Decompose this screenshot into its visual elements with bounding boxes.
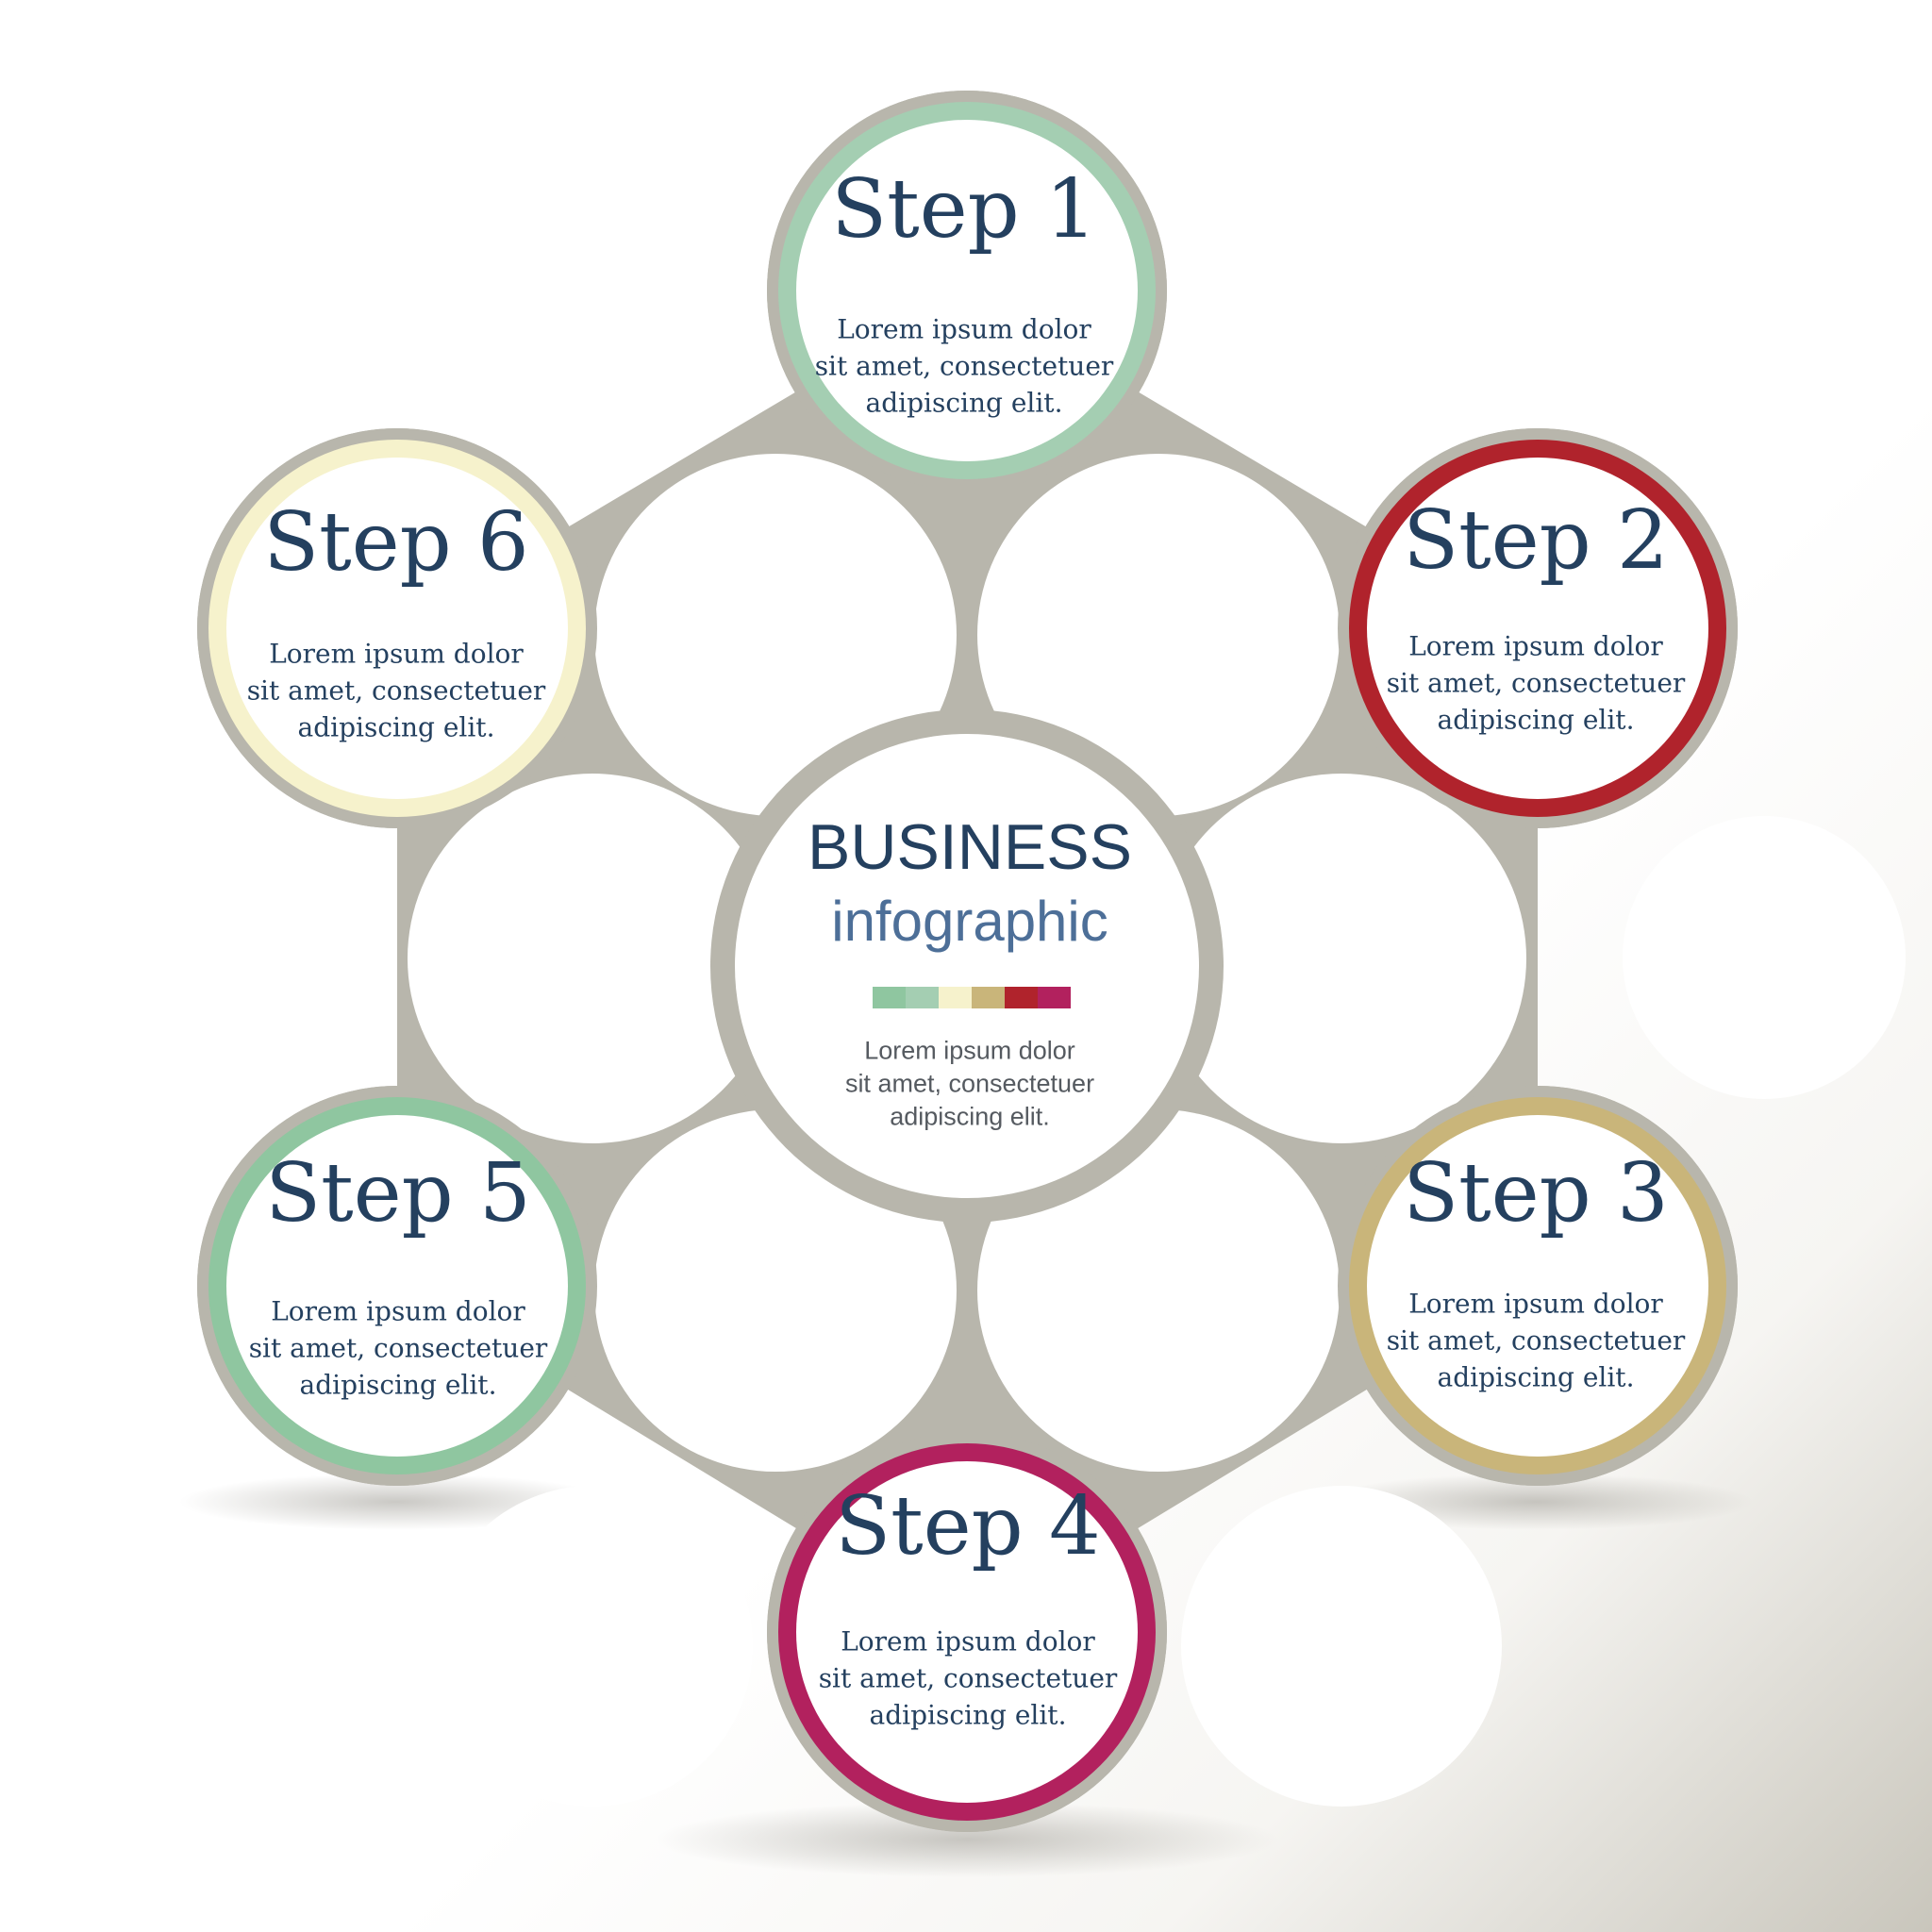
step-1-line: Lorem ipsum dolor <box>837 313 1091 345</box>
step-2-line: Lorem ipsum dolor <box>1408 630 1663 662</box>
step-6-line: sit amet, consectetuer <box>246 675 546 707</box>
palette-swatch <box>906 987 939 1008</box>
frame-neck-cutout <box>408 774 777 1143</box>
frame-neck-cutout <box>1157 774 1526 1143</box>
step-5-line: Lorem ipsum dolor <box>271 1295 525 1327</box>
palette-swatch <box>1005 987 1038 1008</box>
frame-neck-cutout <box>28 816 311 1099</box>
step-6-description: Lorem ipsum dolor sit amet, consectetuer… <box>236 636 557 746</box>
step-2-disc <box>1367 458 1708 799</box>
step-rings <box>197 91 1738 1832</box>
center-subtitle: infographic <box>831 890 1108 953</box>
frame-neck-cutout <box>594 454 957 816</box>
step-6-line: adipiscing elit. <box>297 711 495 743</box>
step-5-line: sit amet, consectetuer <box>248 1332 548 1364</box>
center-description-line: adipiscing elit. <box>890 1102 1050 1131</box>
step-1-disc <box>796 120 1138 461</box>
palette-swatch <box>1038 987 1071 1008</box>
step-4-description: Lorem ipsum dolor sit amet, consectetuer… <box>808 1624 1128 1734</box>
step-6-title: Step 6 <box>263 495 529 590</box>
step-2-line: sit amet, consectetuer <box>1386 667 1686 699</box>
step-5-title: Step 5 <box>265 1146 531 1241</box>
frame-neck-cutout <box>1181 1486 1502 1807</box>
step-5-line: adipiscing elit. <box>299 1369 497 1401</box>
frame-neck-cutout <box>432 113 753 434</box>
step-3-line: adipiscing elit. <box>1437 1361 1635 1393</box>
step-3-title: Step 3 <box>1403 1146 1669 1241</box>
frame-neck-cutout <box>432 1486 753 1807</box>
step-1-title: Step 1 <box>831 162 1097 257</box>
step-1-line: sit amet, consectetuer <box>814 350 1114 382</box>
step-4-line: Lorem ipsum dolor <box>841 1625 1095 1657</box>
step-6-line: Lorem ipsum dolor <box>269 638 524 670</box>
step-3-disc <box>1367 1115 1708 1457</box>
palette-swatch <box>939 987 972 1008</box>
frame-neck-cutout <box>1181 113 1502 434</box>
frame-neck-cutout <box>1623 816 1906 1099</box>
step-5-disc <box>226 1115 568 1457</box>
step-2-title: Step 2 <box>1403 493 1669 588</box>
step-5-description: Lorem ipsum dolor sit amet, consectetuer… <box>238 1293 558 1404</box>
step-1-description: Lorem ipsum dolor sit amet, consectetuer… <box>804 311 1124 422</box>
step-2-description: Lorem ipsum dolor sit amet, consectetuer… <box>1375 628 1696 739</box>
palette-swatch <box>873 987 906 1008</box>
palette-swatch <box>972 987 1005 1008</box>
step-1-line: adipiscing elit. <box>865 387 1063 419</box>
frame-neck-cutout <box>977 454 1340 816</box>
center-title: BUSINESS <box>808 811 1132 883</box>
center-disc <box>735 734 1199 1198</box>
color-palette-bar <box>873 987 1071 1008</box>
step-4-disc <box>796 1461 1138 1803</box>
step-3-line: sit amet, consectetuer <box>1386 1324 1686 1357</box>
center-description-line: sit amet, consectetuer <box>844 1069 1095 1098</box>
step-4-title: Step 4 <box>835 1479 1101 1574</box>
center-description: Lorem ipsum dolor sit amet, consectetuer… <box>800 1035 1140 1134</box>
step-3-line: Lorem ipsum dolor <box>1408 1288 1663 1320</box>
step-4-shadow <box>656 1802 1278 1877</box>
inner-discs <box>28 113 1906 1807</box>
step-4-line: sit amet, consectetuer <box>818 1662 1118 1694</box>
step-4-line: adipiscing elit. <box>869 1699 1067 1731</box>
step-3-description: Lorem ipsum dolor sit amet, consectetuer… <box>1375 1286 1696 1396</box>
step-2-line: adipiscing elit. <box>1437 704 1635 736</box>
step-6-disc <box>226 458 568 799</box>
center-description-line: Lorem ipsum dolor <box>864 1036 1075 1065</box>
